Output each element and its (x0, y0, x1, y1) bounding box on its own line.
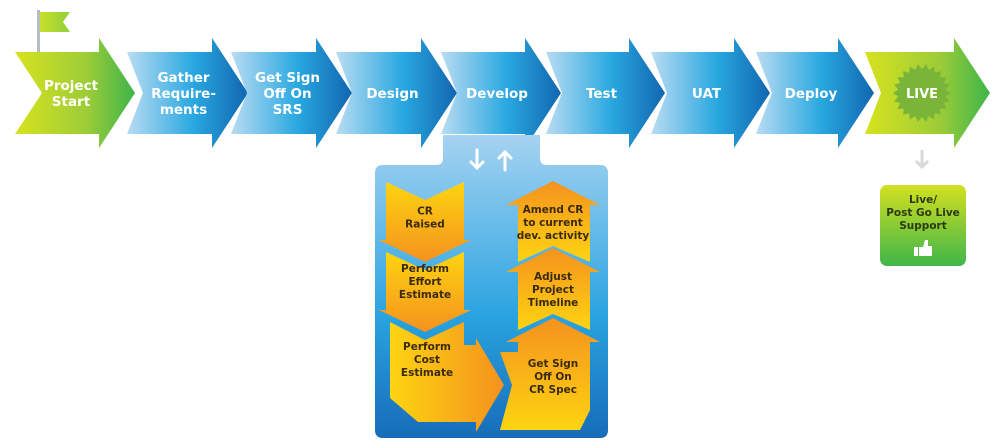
cr-step-label: Raised (405, 219, 445, 231)
change-request-panel: CRRaisedPerformEffortEstimatePerformCost… (375, 135, 608, 438)
step-label: Develop (466, 86, 528, 102)
arrow-down-icon (469, 148, 485, 171)
cr-step-label: Perform (401, 263, 449, 275)
flag-icon (37, 10, 70, 56)
step-label: Start (52, 94, 91, 110)
step-label: UAT (692, 86, 722, 102)
support-label: Support (899, 220, 946, 232)
step-arrow (15, 38, 135, 148)
step-label: Project (44, 78, 99, 94)
step-label: Get Sign (255, 70, 320, 86)
step-label: Design (366, 86, 418, 102)
cr-step-label: Get Sign (528, 358, 579, 370)
cr-step-label: Timeline (528, 297, 579, 309)
cr-step-label: dev. activity (517, 230, 590, 242)
thumbs-up-icon (914, 240, 932, 256)
step-label: Test (586, 86, 618, 102)
step-arrow (441, 38, 561, 148)
cr-step-label: Amend CR (523, 204, 584, 216)
step-arrow (546, 38, 665, 148)
step-arrow (651, 38, 770, 148)
arrow-up-icon (497, 149, 513, 172)
cr-step-label: to current (523, 217, 583, 229)
support-label: Live/ (909, 194, 937, 206)
cr-step-label: Perform (403, 341, 451, 353)
cr-step-label: Estimate (401, 367, 453, 379)
cr-step-label: Off On (534, 371, 572, 383)
step-label: Require- (151, 86, 216, 102)
arrow-down-icon (914, 150, 930, 170)
step-label: ments (160, 102, 207, 118)
cr-step-label: CR Spec (529, 384, 577, 396)
step-label: LIVE (906, 87, 938, 102)
cost-estimate-arrow (390, 322, 504, 432)
starburst-badge (893, 64, 951, 122)
step-label: Off On (263, 86, 311, 102)
cr-spec-arrow (500, 318, 600, 430)
step-arrow (756, 38, 874, 148)
cr-step-label: Adjust (534, 271, 572, 283)
adjust-timeline-arrow (506, 248, 600, 330)
step-label: SRS (273, 102, 303, 118)
step-arrow (231, 38, 352, 148)
cr-step-label: Estimate (399, 289, 451, 301)
support-label: Post Go Live (886, 207, 960, 219)
cr-step-label: Project (532, 284, 574, 296)
amend-cr-arrow (506, 181, 600, 262)
effort-estimate-arrow (379, 252, 471, 332)
step-arrow (336, 38, 457, 148)
step-label: Gather (157, 70, 209, 86)
cr-step-label: Effort (408, 276, 441, 288)
cr-raised-arrow (379, 182, 471, 262)
cr-step-label: Cost (414, 354, 440, 366)
step-arrow (127, 38, 248, 148)
cr-step-label: CR (417, 206, 433, 218)
step-label: Deploy (785, 86, 838, 102)
